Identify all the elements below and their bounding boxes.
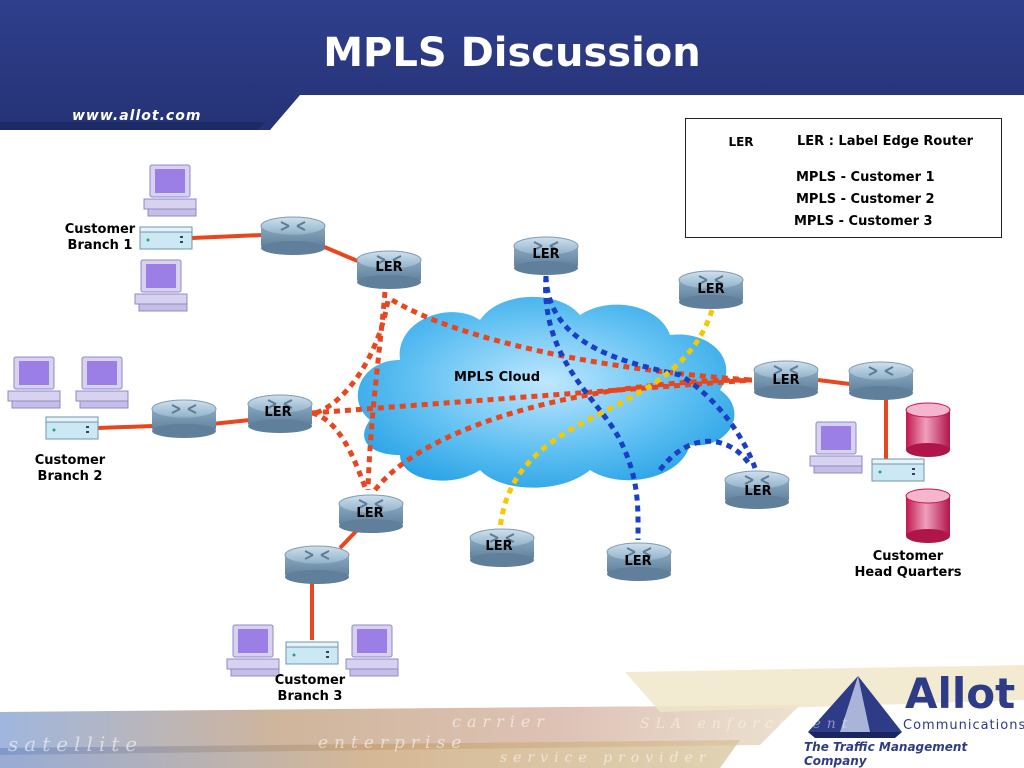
page-title: MPLS Discussion <box>323 30 701 76</box>
customer-branch-3-label-line1: Customer <box>274 673 346 688</box>
legend-item-customer-1: MPLS - Customer 1 <box>796 170 935 185</box>
mpls-cloud-icon <box>357 296 735 488</box>
customer-hq-label-line2: Head Quarters <box>854 565 962 580</box>
legend-ler-definition: LER : Label Edge Router <box>797 134 974 149</box>
router-label: LER <box>485 539 513 554</box>
legend <box>685 118 1002 238</box>
ribbon-word: SLA enforcement <box>640 716 854 732</box>
router-label: LER <box>375 260 403 275</box>
router-label: LER <box>697 282 725 297</box>
brand-name: Allot <box>905 669 1016 718</box>
customer-branch-3-label: Customer Branch 3 <box>260 673 360 705</box>
website-url: www.allot.com <box>72 108 202 124</box>
allot-logo-icon <box>808 676 902 738</box>
ribbon-word: enterprise <box>318 733 468 753</box>
pc-icon <box>134 259 188 312</box>
customer-branch-2-label-line1: Customer <box>34 453 106 468</box>
router-label: LER <box>264 405 292 420</box>
customer-hq-label-line1: Customer <box>872 549 944 564</box>
pc-icon <box>75 356 129 409</box>
database-icon <box>905 488 951 544</box>
mpls-customer-1-paths <box>311 291 753 492</box>
customer-branch-2-label-line2: Branch 2 <box>37 469 103 484</box>
customer-branch-2-label: Customer Branch 2 <box>20 453 120 485</box>
brand-subtitle: Communications <box>903 718 1024 733</box>
mpls-customer-2-paths <box>543 275 758 541</box>
router-label: LER <box>532 247 560 262</box>
footer-ribbon <box>0 665 1024 768</box>
router-icon <box>260 216 326 256</box>
legend-router-label: LER <box>728 135 754 149</box>
customer-branch-1-label-line1: Customer <box>64 222 136 237</box>
hub-icon <box>45 416 99 440</box>
pc-icon <box>143 164 197 217</box>
mpls-cloud-label: MPLS Cloud <box>453 370 541 385</box>
customer-hq-label: Customer Head Quarters <box>848 549 968 581</box>
header-band <box>0 0 1024 130</box>
mpls-customer-3-paths <box>497 309 715 529</box>
customer-branch-1-label: Customer Branch 1 <box>50 222 150 254</box>
pc-icon <box>7 356 61 409</box>
router-label: LER <box>356 506 384 521</box>
ribbon-word: carrier <box>452 712 551 731</box>
legend-item-customer-3: MPLS - Customer 3 <box>794 214 933 229</box>
pc-icon <box>226 624 280 677</box>
pc-icon <box>345 624 399 677</box>
pc-icon <box>809 421 863 474</box>
customer-branch-3-label-line2: Branch 3 <box>277 689 343 704</box>
router-label: LER <box>772 373 800 388</box>
brand-tagline: The Traffic Management Company <box>804 740 968 768</box>
router-icon <box>848 361 914 401</box>
database-icon <box>905 402 951 458</box>
ribbon-word: satellite <box>8 732 144 756</box>
legend-item-customer-2: MPLS - Customer 2 <box>796 192 935 207</box>
hub-icon <box>871 458 925 482</box>
router-label: LER <box>744 484 772 499</box>
hub-icon <box>285 641 339 665</box>
router-icon <box>284 545 350 585</box>
router-label: LER <box>624 554 652 569</box>
customer-branch-1-label-line2: Branch 1 <box>67 238 133 253</box>
physical-links <box>97 233 888 640</box>
ribbon-word: service provider <box>500 750 712 766</box>
router-icon <box>151 399 217 439</box>
